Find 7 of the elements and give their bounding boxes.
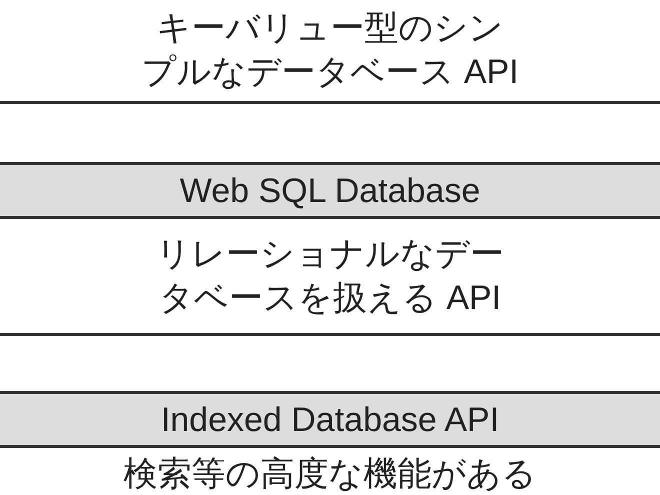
description-text: 検索等の高度な機能がある	[124, 454, 536, 495]
header-band	[0, 162, 660, 219]
description-text: リレーショナルなデータベースを扱える API	[155, 234, 505, 319]
header-band	[0, 391, 660, 448]
header-text: Indexed Database API	[160, 400, 500, 440]
header-text: Web SQL Database	[180, 170, 480, 210]
description-text: キーバリュー型のシンプルなデータベース API	[140, 8, 520, 92]
